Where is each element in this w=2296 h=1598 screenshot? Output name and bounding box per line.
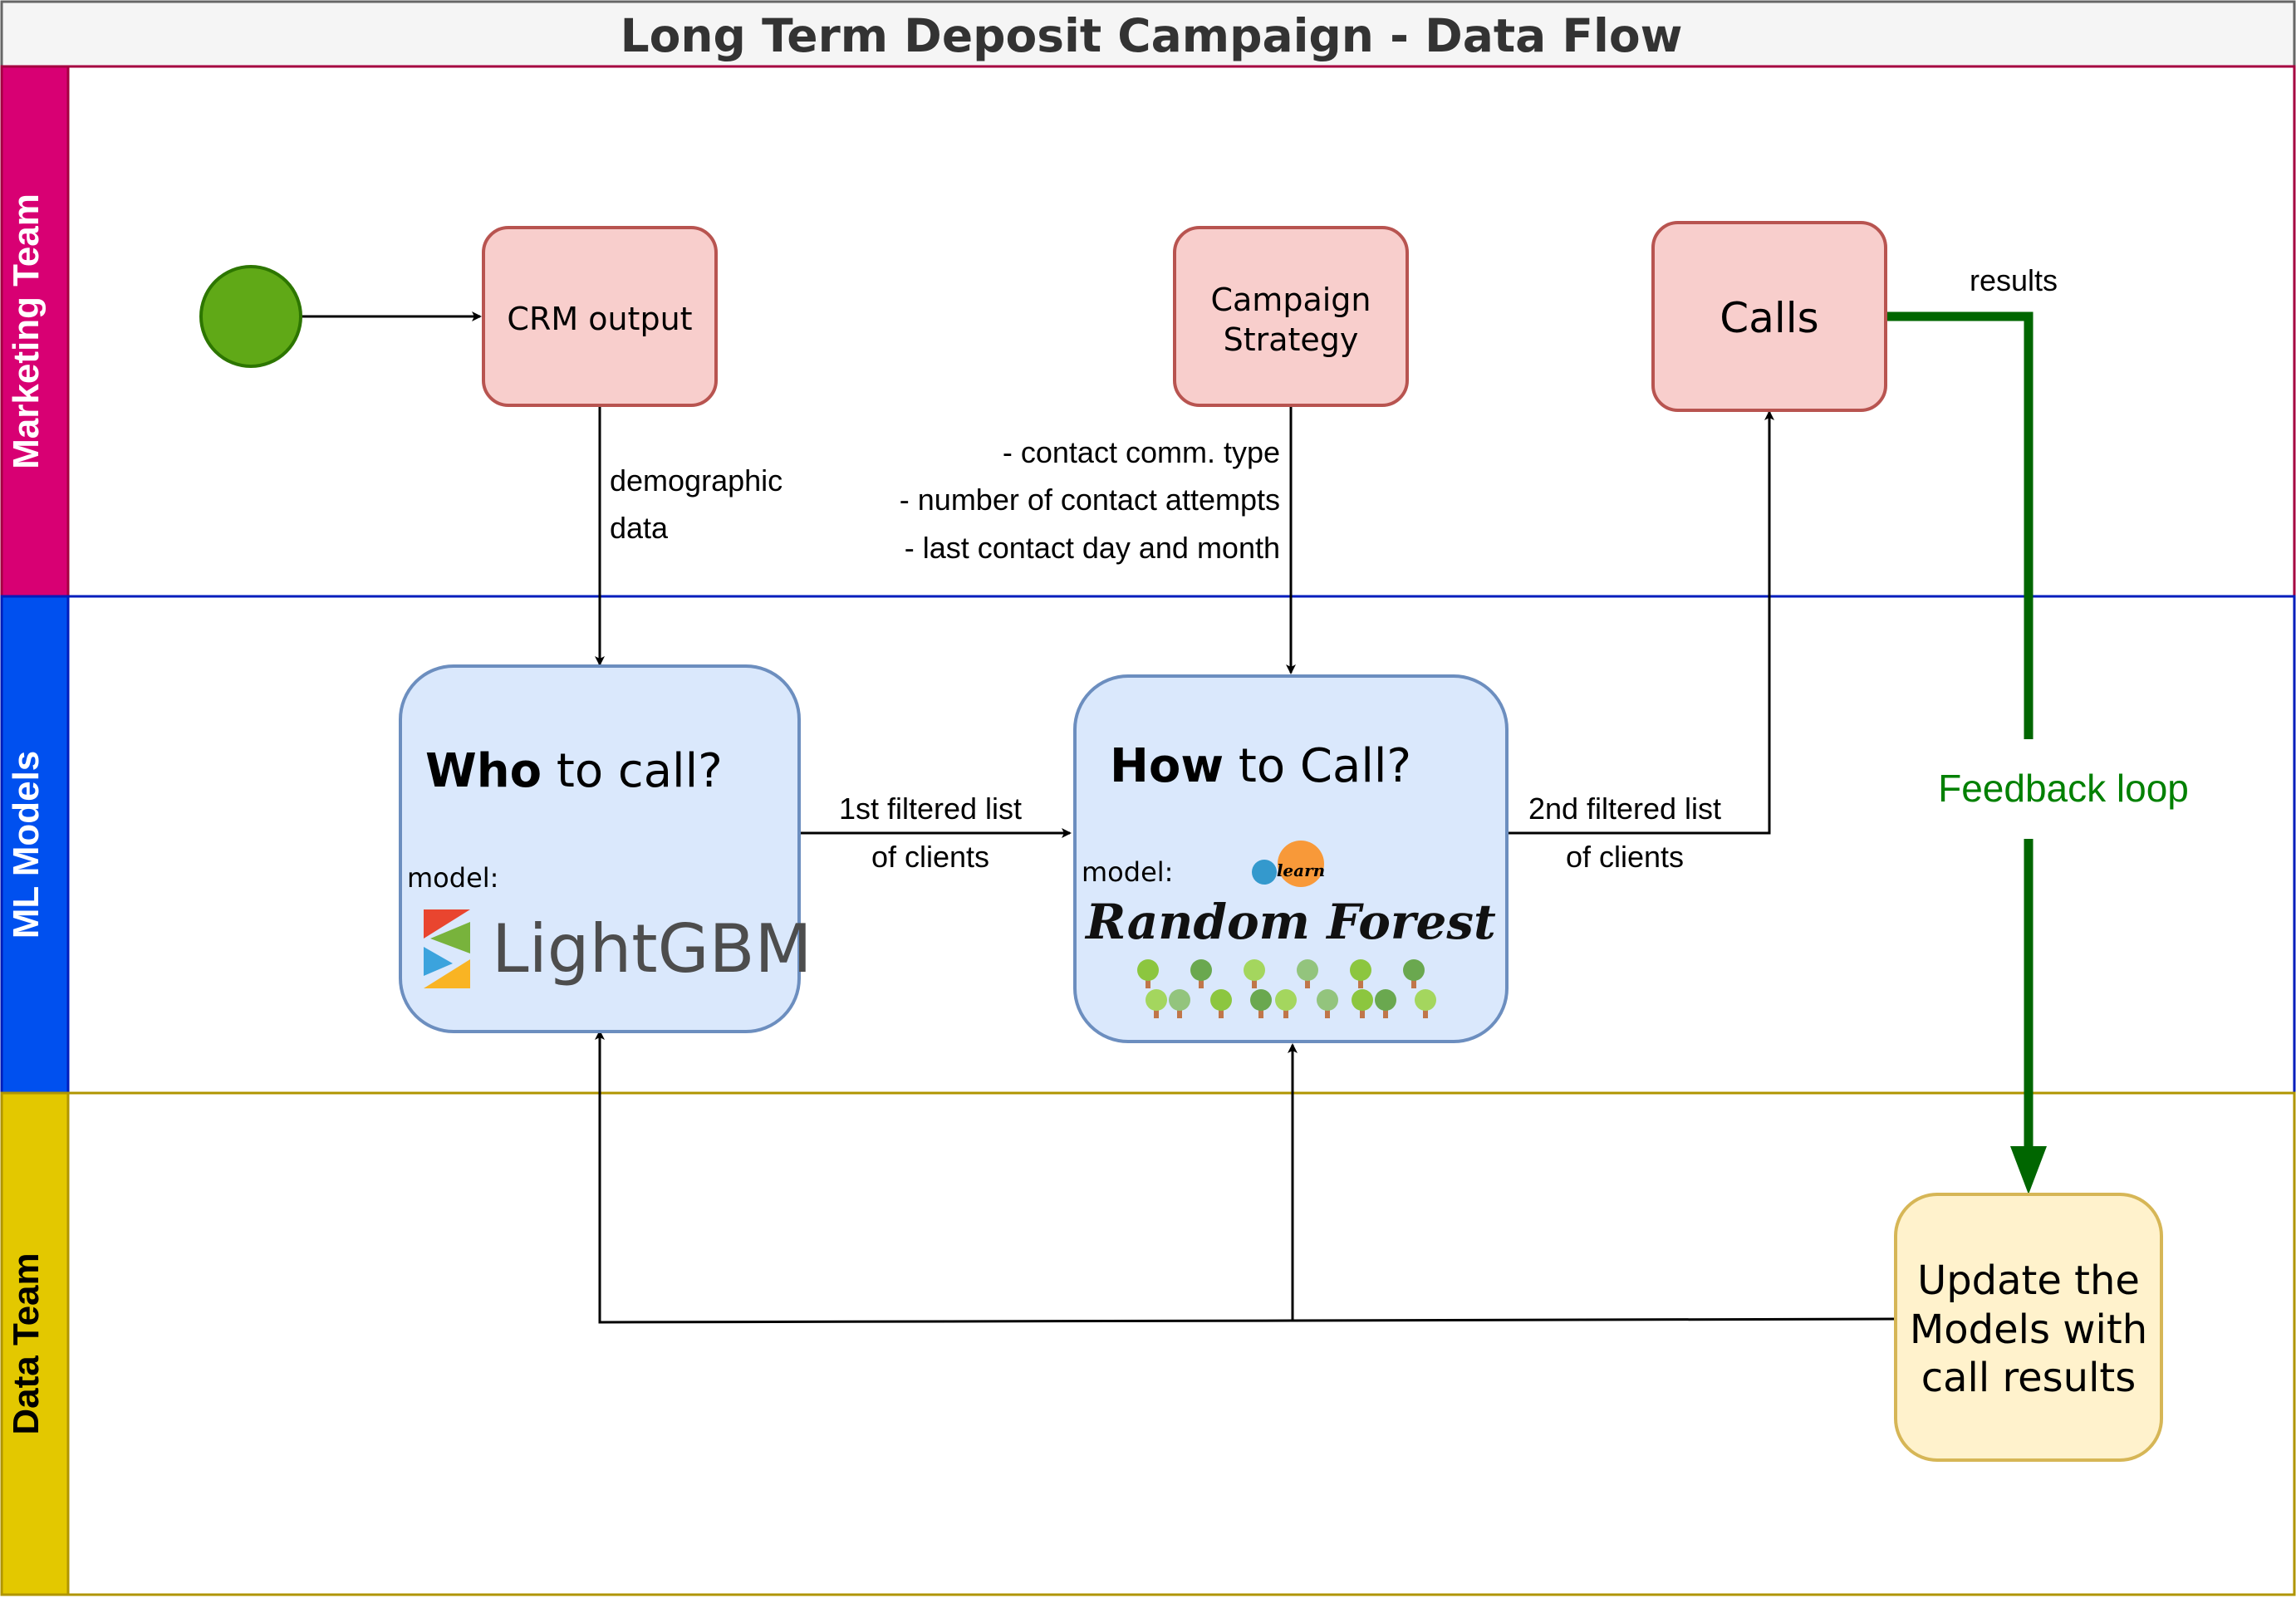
random-forest-logo-text: Random Forest [1084,894,1496,950]
edge-label-demographic-2: data [610,511,669,545]
edge-label-strategy-1: - contact comm. type [1003,435,1280,469]
svg-text:Who to call?: Who to call? [425,744,723,798]
node-campaign-strategy: Campaign Strategy [1173,226,1409,407]
edge-label-strategy-3: - last contact day and month [905,531,1280,565]
tree-icon [1169,989,1190,1018]
node-campaign-strategy-line2: Strategy [1224,321,1359,358]
tree-icon [1275,989,1297,1018]
edge-update-to-who [595,1030,1896,1324]
node-who-to-call: Who to call? model: LightGBM [399,664,812,1033]
tree-icon [1317,989,1338,1018]
node-who-bold: Who [425,744,542,798]
node-calls: Calls [1651,221,1887,412]
edge-label-second-list-2: of clients [1566,840,1684,874]
tree-icon [1146,989,1167,1018]
lane-marketing: Marketing Team [0,65,2296,598]
tree-icon [1210,989,1232,1018]
lane-label-data-team: Data Team [6,1252,47,1434]
edge-label-first-list-1: 1st filtered list [839,792,1022,826]
edge-feedback-loop [1887,311,2047,1194]
tree-icons [1137,959,1436,1018]
node-who-model-label: model: [407,862,498,894]
tree-icon [1403,959,1425,988]
lane-label-ml-models: ML Models [6,751,47,939]
edge-label-strategy-2: - number of contact attempts [900,483,1280,517]
tree-icon [1375,989,1396,1018]
tree-icon [1352,989,1373,1018]
tree-icon [1350,959,1371,988]
tree-icon [1250,989,1272,1018]
node-update-line1: Update the [1917,1257,2140,1304]
node-how-rest: to Call? [1224,739,1411,793]
scikit-learn-logo-text: learn [1277,860,1325,880]
start-event-icon [199,265,302,368]
node-crm-output-label: CRM output [507,301,692,337]
diagram-title: Long Term Deposit Campaign - Data Flow [621,9,1683,62]
edge-how-to-calls [1507,410,1774,835]
lane-label-marketing: Marketing Team [6,194,47,469]
lightgbm-logo-icon: LightGBM [424,909,812,988]
node-who-rest: to call? [542,744,723,798]
diagram-title-bar: Long Term Deposit Campaign - Data Flow [0,0,2296,68]
node-how-model-label: model: [1082,856,1173,888]
tree-icon [1244,959,1265,988]
edge-label-second-list-1: 2nd filtered list [1528,792,1721,826]
tree-icon [1297,959,1318,988]
node-update-models: Update the Models with call results [1894,1193,2163,1462]
edge-label-feedback-loop: Feedback loop [1938,767,2189,810]
tree-icon [1415,989,1436,1018]
tree-icon [1137,959,1159,988]
node-how-to-call: How to Call? model: learn Random Forest [1073,674,1509,1043]
svg-text:How to Call?: How to Call? [1110,739,1411,793]
node-crm-output: CRM output [482,226,718,407]
node-how-bold: How [1110,739,1224,793]
edge-label-demographic-1: demographic [610,463,783,498]
edge-label-results: results [1970,263,2058,297]
lightgbm-logo-text: LightGBM [492,910,812,988]
node-update-line2: Models with [1910,1306,2147,1353]
edge-label-first-list-2: of clients [871,840,989,874]
scikit-learn-logo-icon: learn [1252,841,1325,887]
tree-icon [1190,959,1212,988]
node-campaign-strategy-line1: Campaign [1210,282,1371,318]
node-calls-label: Calls [1720,294,1818,342]
node-update-line3: call results [1921,1355,2137,1401]
